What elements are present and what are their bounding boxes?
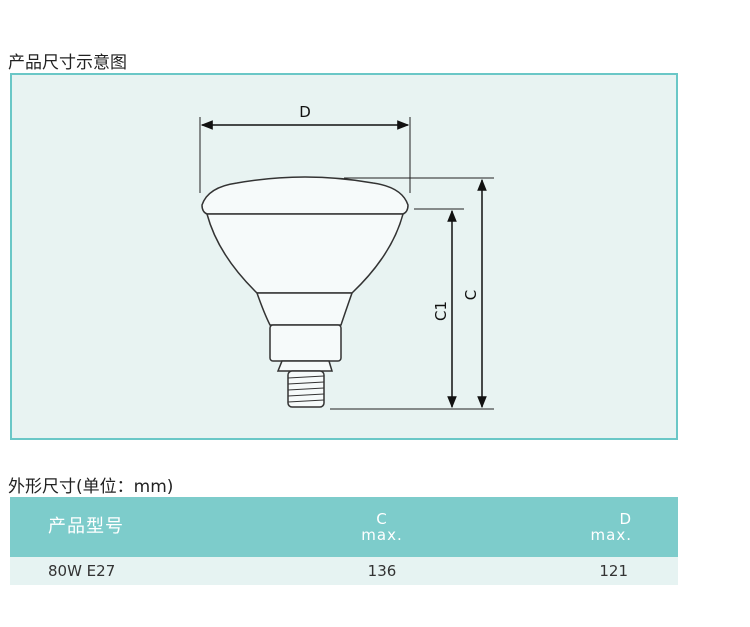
- par-bulb-outline: [201, 176, 409, 408]
- header-d-max: D max.: [492, 497, 678, 557]
- dimension-d: D: [199, 103, 411, 193]
- header-d-max-label: max.: [590, 526, 632, 544]
- header-d-label: D: [619, 510, 632, 528]
- cell-c-value: 136: [272, 557, 492, 585]
- table-header-row: 产品型号 C max. D max.: [10, 497, 678, 557]
- header-c-max: C max.: [272, 497, 492, 557]
- dimension-diagram-panel: D C1 C: [10, 73, 678, 440]
- label-c1: C1: [432, 301, 450, 321]
- dimension-c: C: [462, 178, 487, 409]
- dimensions-table: 产品型号 C max. D max. 80W E27 136 121: [10, 497, 678, 585]
- label-d: D: [299, 103, 311, 121]
- header-product-model: 产品型号: [10, 497, 272, 557]
- header-c-label: C: [376, 510, 388, 528]
- header-c-max-label: max.: [361, 526, 403, 544]
- dimension-c1: C1: [432, 209, 457, 409]
- cell-product-model: 80W E27: [10, 557, 272, 585]
- diagram-section-title: 产品尺寸示意图: [8, 53, 127, 73]
- cell-d-value: 121: [492, 557, 678, 585]
- table-row: 80W E27 136 121: [10, 557, 678, 585]
- label-c: C: [462, 290, 480, 300]
- table-section-title: 外形尺寸(单位：mm): [8, 477, 174, 497]
- bulb-dimension-drawing: D C1 C: [199, 103, 494, 410]
